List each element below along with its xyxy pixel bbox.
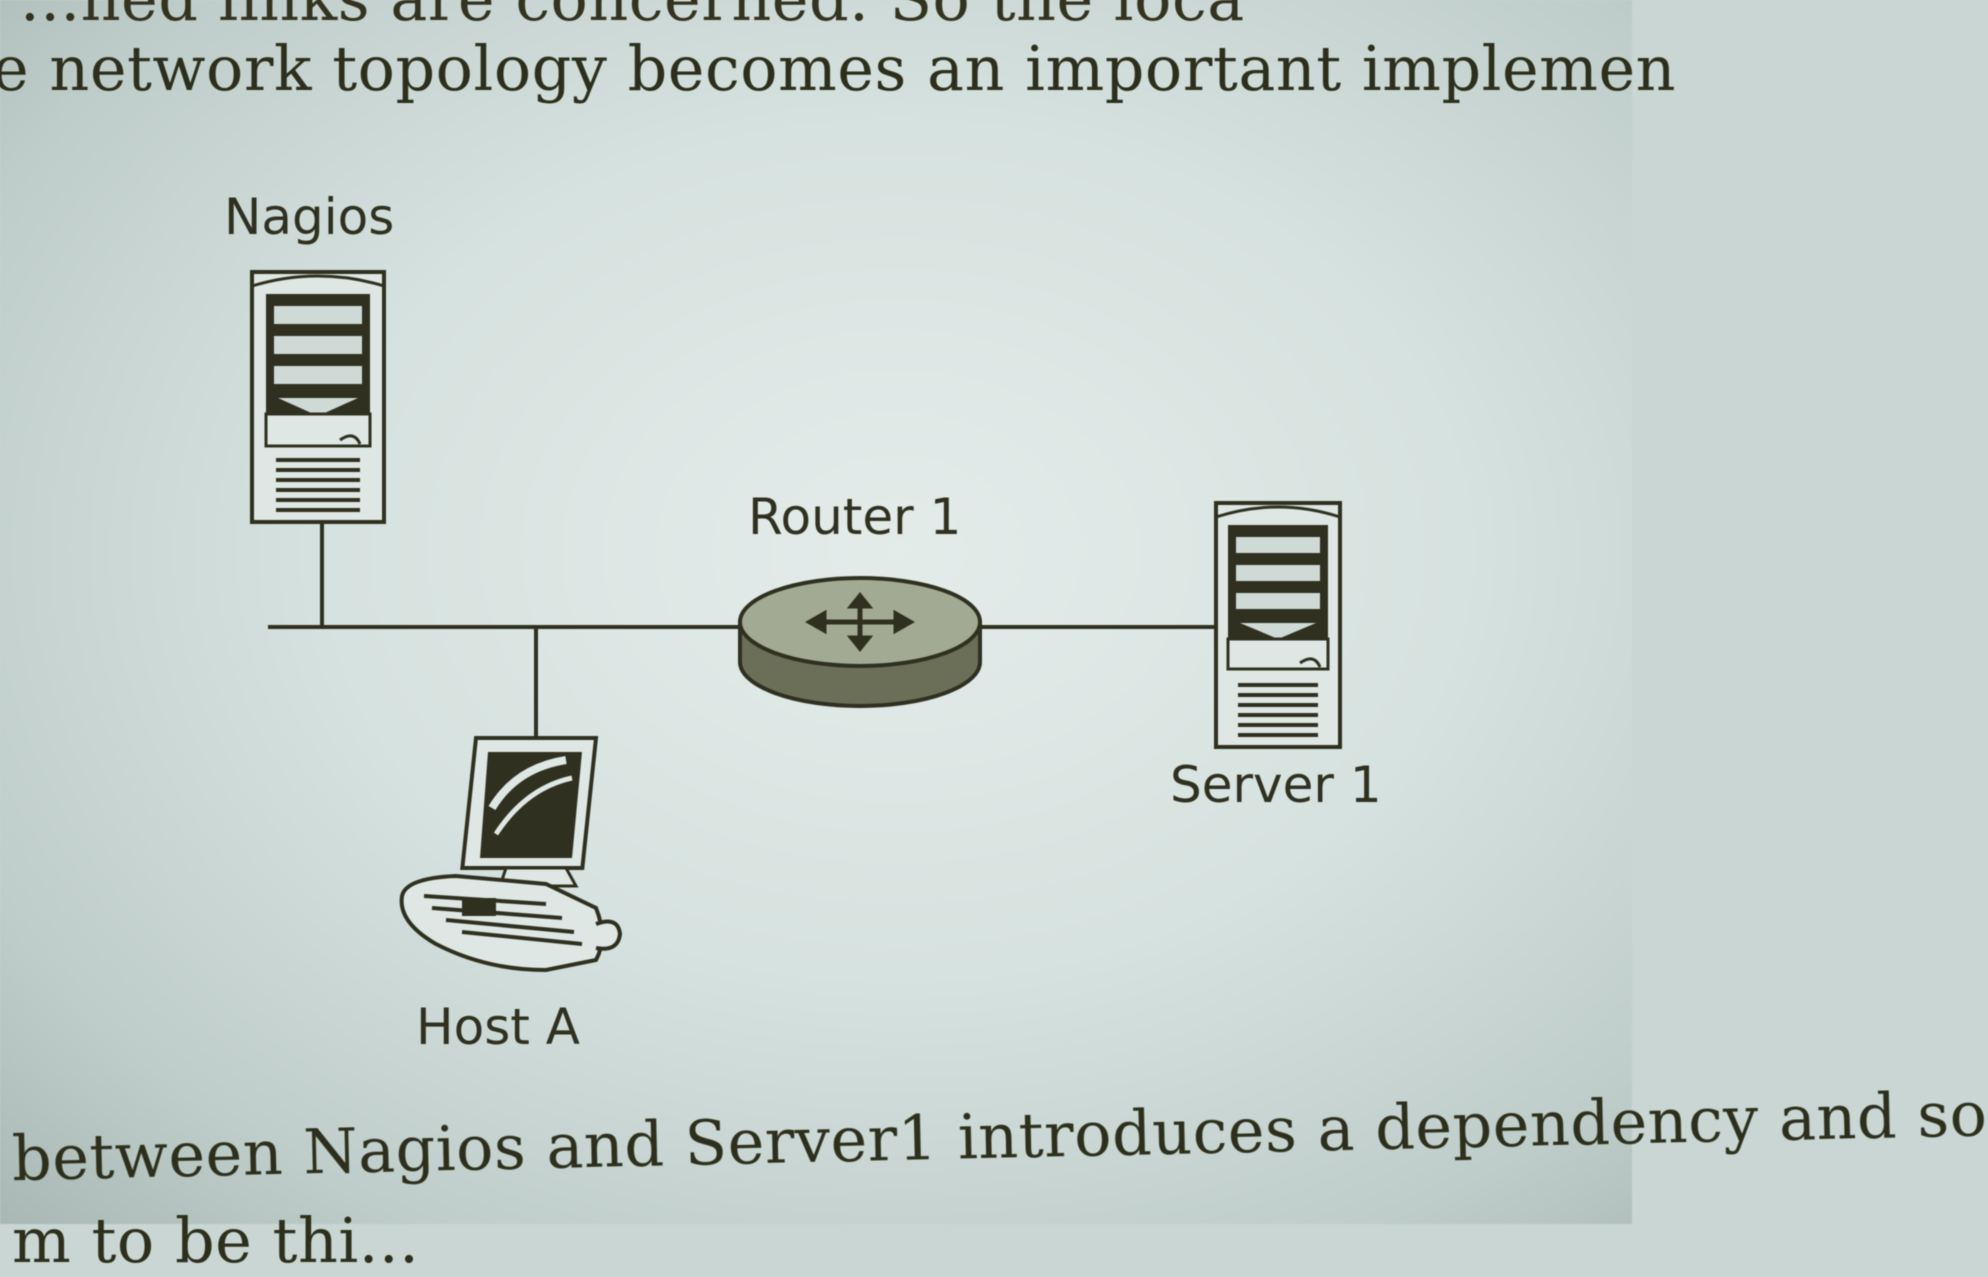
server-tower-icon	[250, 270, 386, 524]
network-topology-diagram	[250, 270, 1342, 973]
body-text-line-top: e network topology becomes an important …	[0, 32, 1677, 105]
body-text-line-cut-top: ...ned links are concerned. So the loca	[20, 0, 1245, 35]
workstation-icon	[399, 736, 623, 973]
node-label-router: Router 1	[748, 488, 962, 546]
node-label-server: Server 1	[1170, 756, 1382, 814]
server-tower-icon	[1214, 501, 1342, 749]
router-icon	[738, 576, 982, 708]
body-text-line-cut-bottom: m to be thi...	[12, 1204, 420, 1277]
node-label-host: Host A	[416, 998, 580, 1056]
node-label-nagios: Nagios	[224, 188, 395, 246]
